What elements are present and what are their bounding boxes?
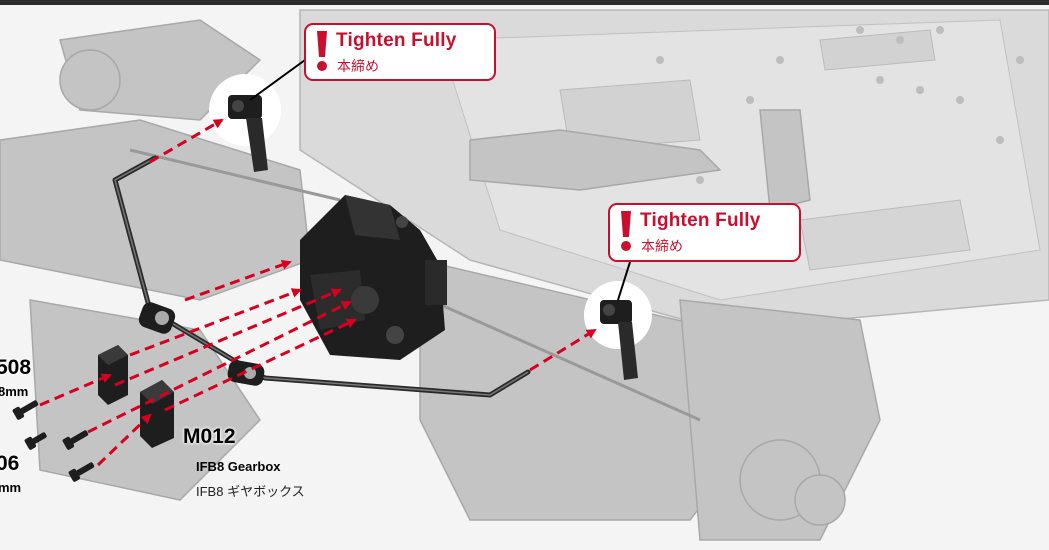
gearbox-part-name-jp: IFB8 ギヤボックス — [196, 484, 305, 499]
drive-shaft — [129, 148, 701, 422]
leader-line-1 — [249, 59, 306, 101]
stabilizer-mount-left — [228, 95, 268, 172]
leader-line-2 — [617, 261, 631, 301]
ball-end-left — [138, 302, 176, 334]
callout-subtitle: 本締め — [337, 58, 379, 74]
screws — [12, 400, 95, 482]
gearbox-mount-a — [98, 345, 128, 405]
tighten-callout-1: Tighten Fully 本締め — [304, 23, 496, 81]
part-size-left-top: 8mm — [0, 384, 29, 399]
gearbox-mount-b — [140, 380, 174, 448]
exclamation-icon — [621, 211, 631, 251]
tighten-callout-2: Tighten Fully 本締め — [608, 203, 801, 262]
gearbox-part-name: IFB8 Gearbox — [196, 459, 281, 474]
gearbox-part-code: M012 — [183, 425, 236, 448]
callout-title: Tighten Fully — [640, 210, 761, 231]
part-code-left-top: 508 — [0, 356, 32, 379]
exclamation-icon — [317, 31, 327, 71]
part-size-left-bottom: mm — [0, 480, 22, 495]
callout-subtitle: 本締め — [641, 238, 683, 254]
part-code-left-bottom: 06 — [0, 452, 20, 475]
callout-title: Tighten Fully — [336, 30, 457, 51]
top-border — [0, 0, 1049, 5]
assembly-arrows — [39, 118, 597, 467]
suspension-parts — [0, 19, 881, 541]
stabilizer-mount-right — [600, 300, 638, 380]
